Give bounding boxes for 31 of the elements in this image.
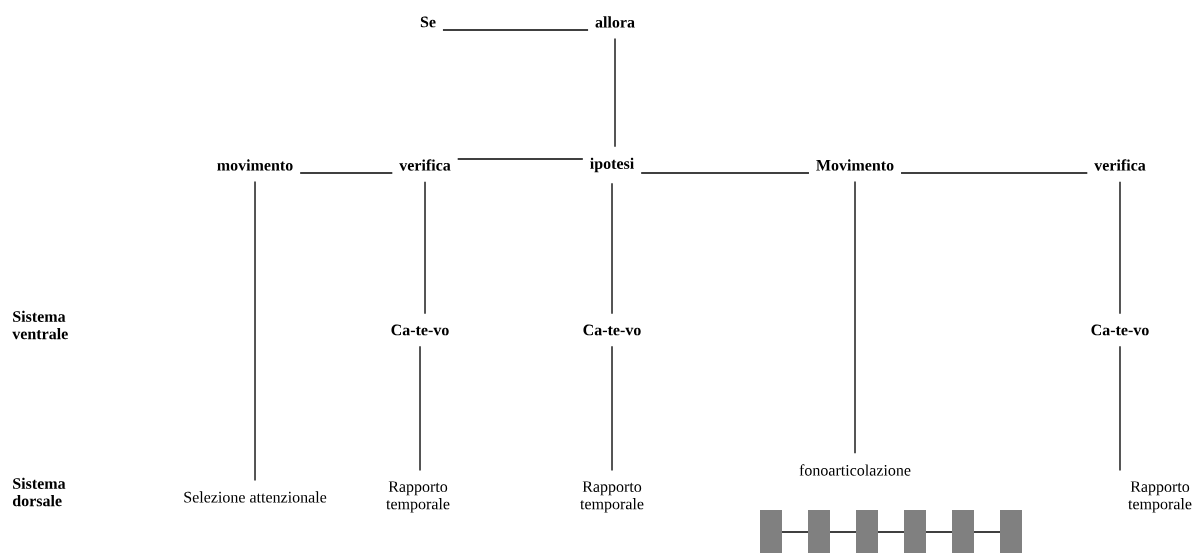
bold-label: Ca-te-vo — [1091, 324, 1149, 336]
text-label: Selezione attenzionale — [184, 491, 327, 503]
line — [254, 180, 256, 482]
line — [900, 172, 1088, 174]
line — [457, 158, 584, 160]
bold-label: verifica — [1094, 159, 1146, 171]
line — [614, 37, 616, 148]
text-label: fonoarticolazione — [799, 464, 911, 476]
bold-label: Movimento — [816, 159, 894, 171]
bold-label: ipotesi — [590, 157, 634, 173]
bold-label: Ca-te-vo — [391, 324, 449, 336]
row-label: Sistema ventrale — [12, 310, 68, 340]
line — [640, 172, 810, 174]
text-label: Rapporto temporale — [580, 481, 644, 513]
line — [611, 345, 613, 472]
bold-label: allora — [595, 16, 635, 28]
line — [1119, 345, 1121, 472]
line — [424, 180, 426, 315]
line — [442, 29, 589, 31]
row-label: Sistema dorsale — [12, 477, 66, 507]
line — [419, 345, 421, 472]
line — [299, 172, 393, 174]
line — [1119, 180, 1121, 315]
bold-label: movimento — [217, 159, 293, 171]
text-label: Rapporto temporale — [386, 481, 450, 513]
text-label: Rapporto temporale — [1128, 481, 1192, 513]
bold-label: verifica — [399, 159, 451, 171]
line — [611, 182, 613, 315]
bold-label: Ca-te-vo — [583, 324, 641, 336]
bold-label: Se — [420, 16, 436, 28]
line — [854, 180, 856, 454]
